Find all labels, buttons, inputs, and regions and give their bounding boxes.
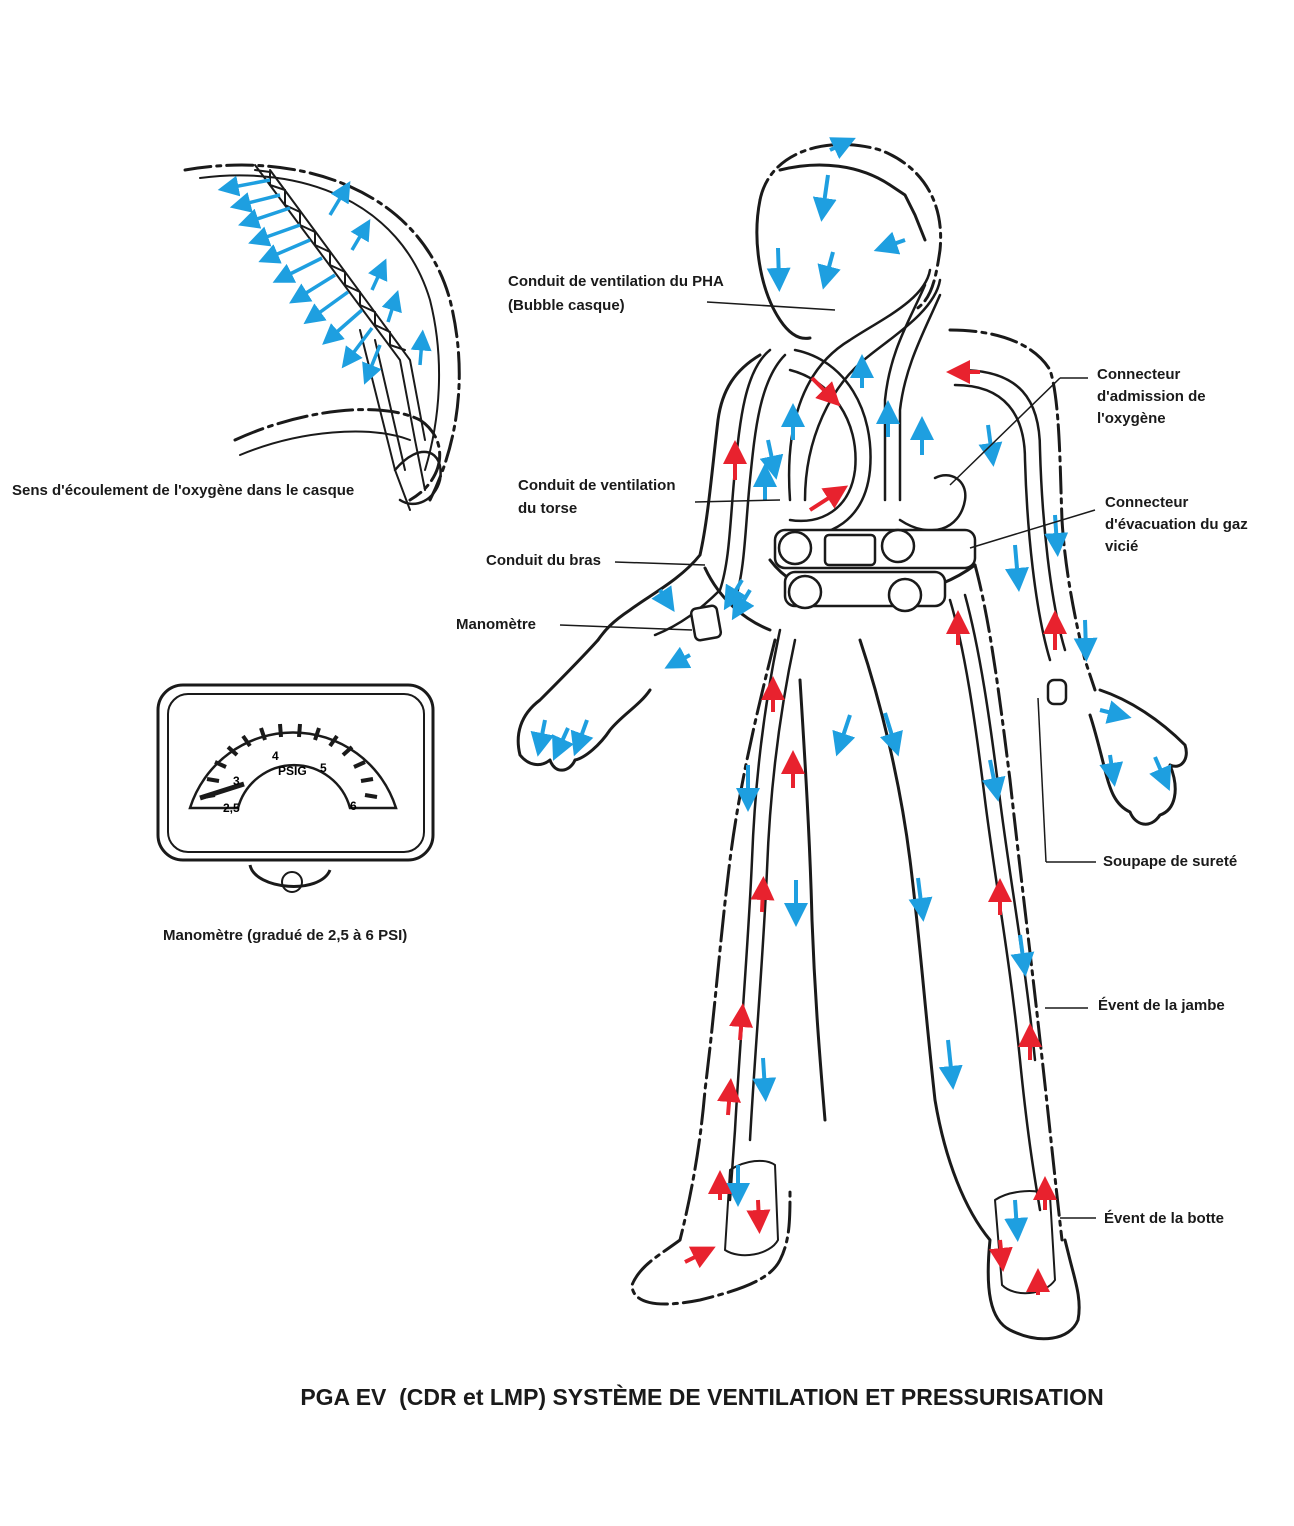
gauge-ticks [202,723,378,799]
gauge-unit-label: PSIG [278,764,307,778]
oxygen-flow-arrows [530,137,1172,1242]
gauge-tick-label: 5 [320,761,327,775]
exhaust-flow-arrows [684,360,1067,1295]
gauge-tick-label: 6 [350,799,357,813]
label-gas-outlet-2: d'évacuation du gaz [1105,516,1248,533]
label-gauge: Manomètre [456,616,537,633]
helmet-detail [183,163,461,511]
diagram-title: PGA EV (CDR et LMP) SYSTÈME DE VENTILATI… [300,1384,1104,1410]
label-o2-inlet-2: d'admission de [1097,388,1206,405]
chest-connectors [689,528,1068,706]
gauge-tick-label: 4 [272,749,279,763]
suit-outline [516,142,1188,1341]
label-boot-vent: Évent de la botte [1104,1210,1225,1227]
pressure-gauge-detail [156,683,435,893]
label-o2-inlet-3: l'oxygène [1097,410,1166,427]
leader-lines [559,301,1096,1219]
label-arm-duct: Conduit du bras [486,552,601,569]
label-leg-vent: Évent de la jambe [1098,997,1225,1014]
label-gas-outlet-1: Connecteur [1105,494,1189,511]
helmet-flow-arrows [217,175,432,385]
gauge-tick-label: 3 [233,774,240,788]
gauge-tick-label: 2,5 [223,801,240,815]
label-o2-inlet-1: Connecteur [1097,366,1181,383]
label-pha-duct: Conduit de ventilation du PHA [508,273,724,290]
label-relief-valve: Soupape de sureté [1103,853,1238,870]
label-pha-duct-sub: (Bubble casque) [508,297,625,314]
label-gauge-caption: Manomètre (gradué de 2,5 à 6 PSI) [163,927,408,944]
label-torso-duct-sub: du torse [518,500,578,517]
label-helmet-flow: Sens d'écoulement de l'oxygène dans le c… [12,482,355,499]
label-gas-outlet-3: vicié [1105,538,1139,555]
label-torso-duct: Conduit de ventilation [518,477,676,494]
